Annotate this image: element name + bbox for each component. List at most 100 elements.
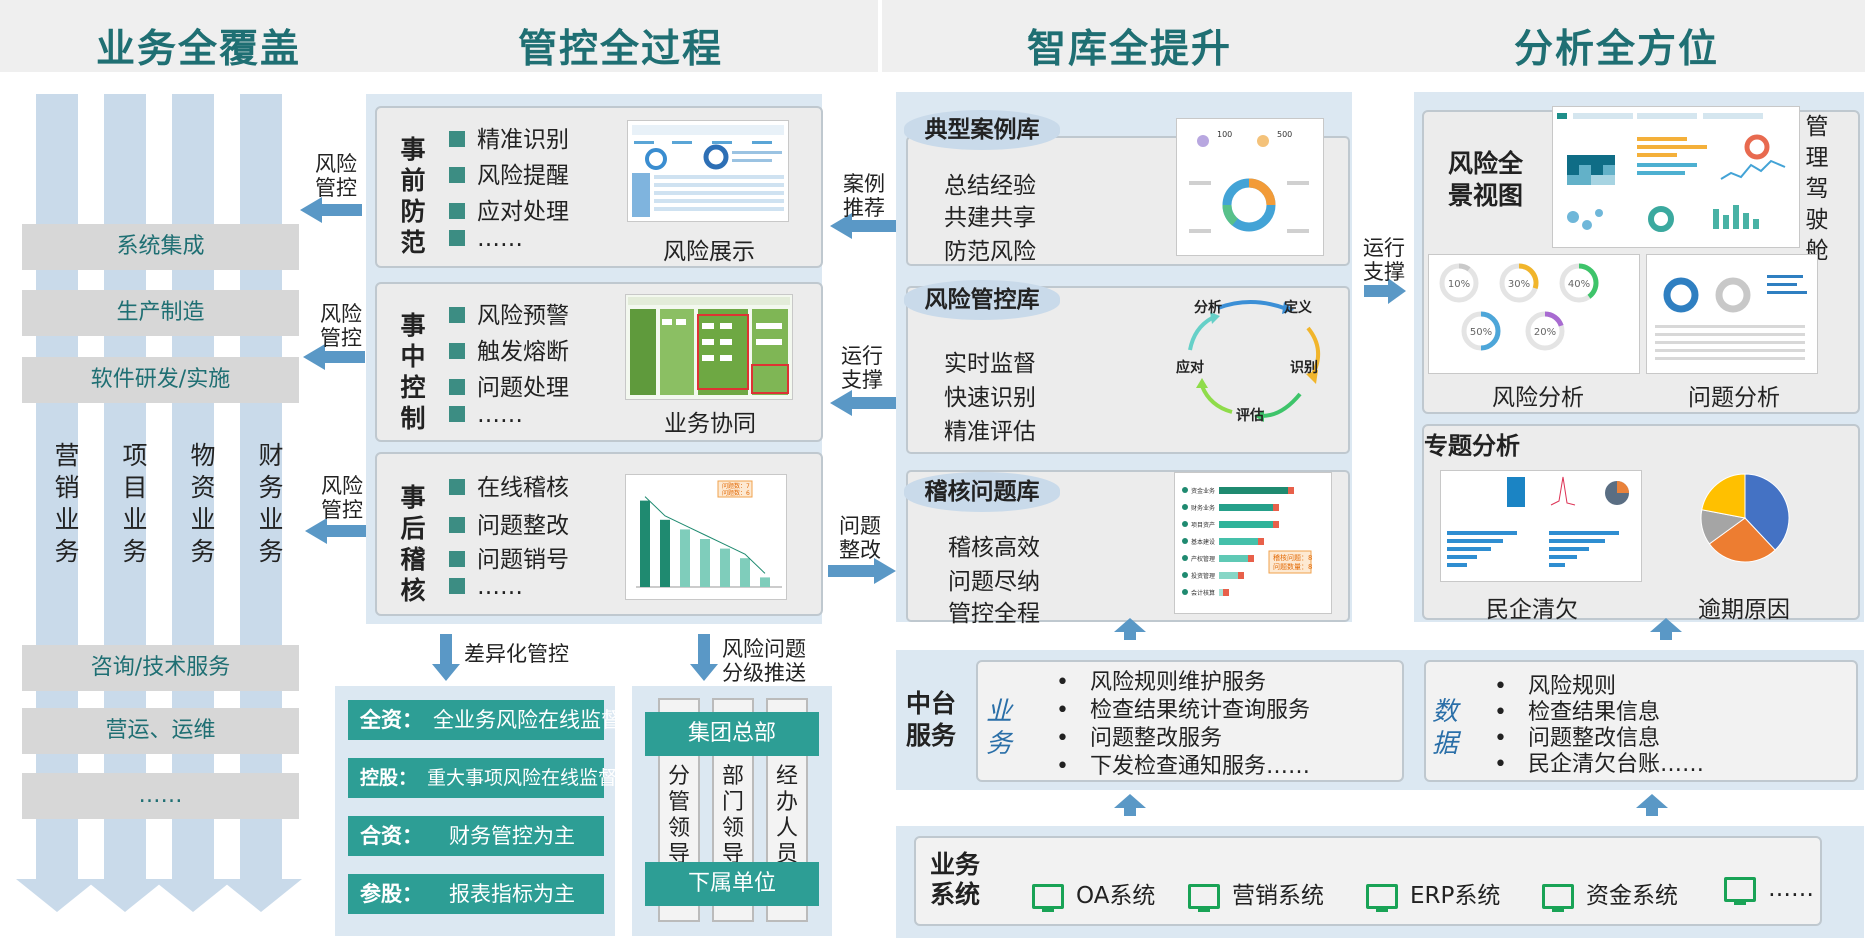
audit-hbar xyxy=(1219,504,1279,511)
audit-row-label: 资金业务 xyxy=(1191,487,1215,495)
middle-data-label: 数据 xyxy=(1432,697,1459,759)
risk-cycle-diagram: 分析 定义 识别 评估 应对 xyxy=(1176,299,1320,424)
pie-slice xyxy=(1701,473,1746,519)
stage-prevention: 事前防范 精准识别 风险提醒 应对处理 …… 风险展示 xyxy=(375,106,823,268)
audit-row-label: 会计核算 xyxy=(1191,589,1215,597)
audit-hbar-tip xyxy=(1288,487,1294,494)
bar-consulting: 咨询/技术服务 xyxy=(22,645,299,691)
computer-icon xyxy=(1542,884,1574,912)
bar-system-integration: 系统集成 xyxy=(22,224,299,270)
cockpit-label: 管理驾驶舱 xyxy=(1805,114,1829,264)
audit-hbar-tip xyxy=(1223,589,1229,596)
role-department-leader: 部门领导 xyxy=(721,764,744,867)
arrow-right-support xyxy=(1364,278,1406,304)
audit-bar xyxy=(740,558,750,587)
audit-hbar xyxy=(1219,487,1294,494)
label-problem-rectify: 问题整改 xyxy=(839,514,881,562)
role-division-leader: 分管领导 xyxy=(667,764,690,867)
audit-row-dot xyxy=(1182,487,1188,493)
middle-data-box xyxy=(1424,660,1858,782)
thumb-audit-library: 稽核问题：8 问题数量：8 资金业务财务业务项目资产基本建设产权管理投资管理会计… xyxy=(1174,472,1332,614)
label-operation-support-2: 运行支撑 xyxy=(1363,236,1405,284)
middle-business-box xyxy=(976,660,1404,782)
system-oa: OA系统 xyxy=(1032,876,1155,912)
header-full-analysis: 分析全方位 xyxy=(1514,27,1720,72)
audit-bar xyxy=(700,539,710,587)
header-band-left xyxy=(0,0,878,72)
gauge-set: 10%30%40%50%20% xyxy=(1439,263,1599,351)
column-finance: 财务业务 xyxy=(258,441,284,566)
arrow-up-4 xyxy=(1636,794,1668,816)
bar-software-dev: 软件研发/实施 xyxy=(22,357,299,403)
library-item: 实时监督 xyxy=(944,351,1036,377)
middle-data-item: • 检查结果信息 xyxy=(1494,700,1660,725)
label-risk-control-3: 风险管控 xyxy=(321,474,363,522)
label-risk-control-2: 风险管控 xyxy=(320,302,362,350)
cycle-define: 定义 xyxy=(1284,299,1312,316)
audit-hbar xyxy=(1219,555,1254,562)
panorama-title: 风险全景视图 xyxy=(1448,149,1524,210)
audit-hbar-tip xyxy=(1258,538,1264,545)
arrow-left-2 xyxy=(303,344,365,370)
arrow-left-support xyxy=(830,390,898,416)
system-erp: ERP系统 xyxy=(1366,876,1500,912)
stage-control: 事中控制 风险预警 触发熔断 问题处理 …… 业务协同 xyxy=(375,282,823,442)
library-item: 问题尽纳 xyxy=(948,569,1040,595)
gauge-value: 40% xyxy=(1568,279,1590,290)
middle-business-item: • 风险规则维护服务 xyxy=(1056,670,1266,695)
stage-item: 应对处理 xyxy=(449,192,569,226)
system-fund: 资金系统 xyxy=(1542,876,1678,912)
thumb-problem-analysis xyxy=(1646,254,1818,374)
audit-hbar xyxy=(1219,521,1279,528)
stage-item: 风险提醒 xyxy=(449,156,569,190)
column-project: 项目业务 xyxy=(122,441,148,566)
stage-item: 在线稽核 xyxy=(449,468,569,502)
thumb-panorama xyxy=(1552,106,1800,248)
thumb-risk-display xyxy=(627,120,789,222)
audit-bar xyxy=(760,577,770,587)
arrow-up-2 xyxy=(1650,618,1682,640)
cycle-evaluate: 评估 xyxy=(1236,407,1264,424)
middle-title: 中台服务 xyxy=(906,689,957,750)
bar-more: …… xyxy=(22,773,299,819)
audit-row-label: 基本建设 xyxy=(1191,538,1215,546)
library-item: 快速识别 xyxy=(944,385,1036,411)
audit-bar xyxy=(720,548,730,587)
audit-row-dot xyxy=(1182,504,1188,510)
middle-business-item: • 下发检查通知服务…… xyxy=(1056,754,1310,779)
stage-item: …… xyxy=(449,226,523,252)
stage-title: 事后稽核 xyxy=(400,483,426,605)
library-item: 精准评估 xyxy=(944,419,1036,445)
equity-joint: 合资：财务管控为主 xyxy=(348,816,604,856)
audit-row-dot xyxy=(1182,538,1188,544)
stage-item: 触发熔断 xyxy=(449,332,569,366)
computer-icon xyxy=(1188,884,1220,912)
audit-hbar-tip xyxy=(1273,521,1279,528)
system-more: …… xyxy=(1724,876,1814,905)
library-item: 防范风险 xyxy=(944,239,1036,265)
subsidiary-label: 下属单位 xyxy=(645,862,819,906)
stage-title: 事前防范 xyxy=(400,135,426,257)
middle-data-item: • 风险规则 xyxy=(1494,674,1616,699)
stage-item: …… xyxy=(449,402,523,428)
audit-bar xyxy=(640,500,650,587)
audit-row-label: 项目资产 xyxy=(1191,521,1215,529)
library-item: 稽核高效 xyxy=(948,535,1040,561)
arrow-up-1 xyxy=(1114,618,1146,640)
caption-risk-analysis: 风险分析 xyxy=(1492,385,1584,411)
arrow-left-3 xyxy=(305,518,367,544)
audit-hbar-tip xyxy=(1248,555,1254,562)
audit-trend-line xyxy=(644,496,766,574)
equity-holding: 控股：重大事项风险在线监督 xyxy=(348,758,617,798)
audit-hbar xyxy=(1219,538,1264,545)
header-knowledge-upgrade: 智库全提升 xyxy=(1027,27,1233,72)
label-risk-push: 风险问题分级推送 xyxy=(722,637,806,685)
audit-hbar xyxy=(1219,572,1244,579)
middle-data-item: • 问题整改信息 xyxy=(1494,726,1660,751)
library-audit-title: 稽核问题库 xyxy=(904,472,1060,512)
library-item: 共建共享 xyxy=(944,205,1036,231)
bar-operation: 营运、运维 xyxy=(22,708,299,754)
gauge-arc xyxy=(1518,263,1539,290)
case-count-1: 100 xyxy=(1217,130,1232,139)
tooltip-line: 稽核问题：8 xyxy=(1273,553,1312,562)
